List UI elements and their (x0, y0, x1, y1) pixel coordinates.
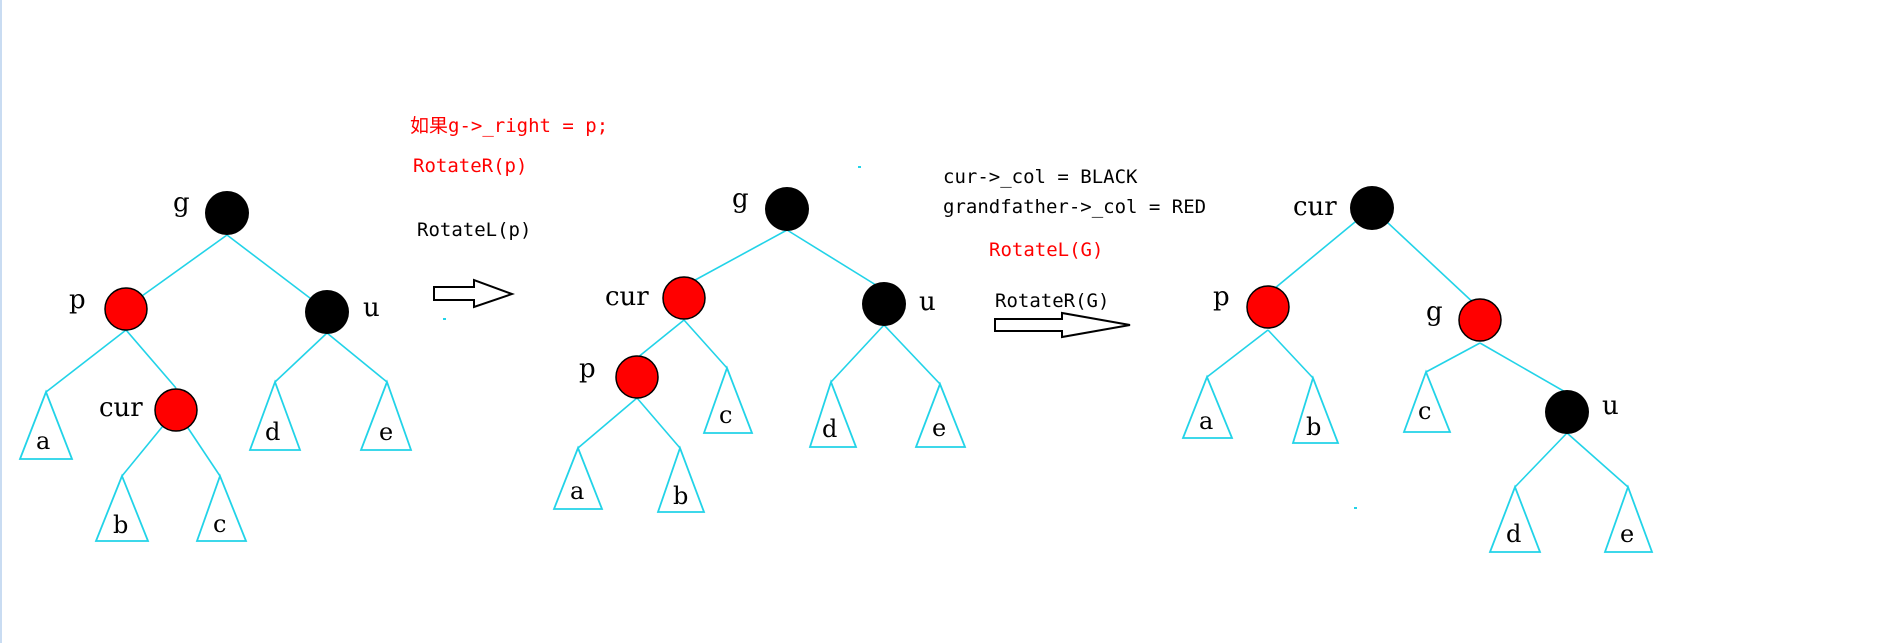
edge (786, 229, 885, 291)
subtree-e-label: e (932, 414, 946, 442)
node-u-label: u (919, 287, 936, 317)
subtree-e (359, 379, 413, 451)
node-p-label: p (1213, 282, 1230, 312)
node-p-label: p (69, 285, 86, 315)
node-u (862, 282, 906, 326)
subtree-d (1488, 484, 1542, 553)
node-u-label: u (1602, 391, 1619, 421)
node-g-label: g (732, 184, 749, 214)
tree-1: a b c d e g p u cur (18, 188, 413, 542)
node-g (765, 187, 809, 231)
subtree-b (1291, 375, 1340, 444)
edge (1479, 342, 1568, 394)
node-p (104, 287, 148, 331)
node-cur-label: cur (1293, 192, 1337, 222)
edge (1425, 342, 1481, 373)
edge (274, 332, 328, 383)
edge (45, 329, 127, 393)
note-rotate-l-p: RotateL(p) (417, 219, 531, 241)
note-rotate-r-g: RotateR(G) (995, 290, 1109, 312)
node-cur (154, 388, 198, 432)
node-p (1246, 285, 1290, 329)
subtree-c-label: c (213, 510, 226, 538)
subtree-b-label: b (673, 482, 688, 510)
subtree-a (1181, 374, 1234, 439)
edge (1267, 329, 1314, 379)
note-rotate-l-g: RotateL(G) (989, 239, 1103, 261)
node-cur-label: cur (99, 393, 143, 423)
node-u-label: u (363, 293, 380, 323)
subtree-c (1402, 369, 1452, 433)
arrow-right-2 (994, 311, 1131, 339)
subtree-c (195, 473, 248, 542)
subtree-d (808, 379, 858, 448)
note-grandfather-col-red: grandfather->_col = RED (943, 196, 1206, 218)
subtree-e-label: e (379, 418, 393, 446)
subtree-a (18, 389, 74, 460)
subtree-b (94, 473, 150, 542)
node-u (1545, 390, 1589, 434)
subtree-e-label: e (1620, 520, 1634, 548)
node-p-label: p (579, 354, 596, 384)
subtree-c-label: c (719, 401, 732, 429)
speck (443, 318, 446, 320)
edge (577, 397, 638, 449)
subtree-b-label: b (113, 511, 128, 539)
subtree-a-label: a (1199, 407, 1213, 435)
subtree-d (248, 379, 302, 451)
edge (636, 319, 685, 359)
subtree-a-label: a (36, 427, 50, 455)
edge (326, 332, 388, 383)
subtree-e (914, 381, 967, 448)
arrow-right-1 (433, 278, 515, 309)
speck (858, 166, 861, 168)
subtree-a (552, 445, 604, 510)
node-g (205, 191, 249, 235)
node-g-label: g (173, 188, 190, 218)
note-condition: 如果g->_right = p; (410, 115, 608, 137)
edge (125, 329, 177, 389)
subtree-e (1603, 484, 1654, 553)
node-cur (1350, 186, 1394, 230)
note-rotate-r-p: RotateR(p) (413, 155, 527, 177)
edge (883, 324, 941, 385)
subtree-b-label: b (1306, 413, 1321, 441)
speck (1354, 507, 1357, 509)
note-cur-col-black: cur->_col = BLACK (943, 166, 1138, 188)
subtree-d-label: d (1506, 520, 1521, 548)
subtree-d-label: d (822, 415, 837, 443)
edge (1566, 432, 1629, 488)
subtree-b (656, 445, 706, 513)
node-g-label: g (1426, 297, 1443, 327)
edge (1371, 207, 1479, 308)
edge (1268, 207, 1373, 294)
tree-3: a b c d e cur p g u (1181, 186, 1654, 553)
edge (683, 319, 728, 369)
subtree-c-label: c (1418, 397, 1431, 425)
subtree-c (702, 365, 754, 434)
edge (127, 234, 228, 307)
node-u (305, 290, 349, 334)
edge (1514, 432, 1568, 488)
edge (636, 397, 681, 449)
tree-2: a b c d e g cur u p (552, 184, 967, 513)
edge (685, 229, 788, 286)
node-cur (662, 276, 706, 320)
node-cur-label: cur (605, 282, 649, 312)
node-p (615, 355, 659, 399)
subtree-a-label: a (570, 477, 584, 505)
subtree-d-label: d (265, 418, 280, 446)
edge (830, 324, 885, 383)
node-g (1458, 298, 1502, 342)
edge (1206, 329, 1269, 378)
